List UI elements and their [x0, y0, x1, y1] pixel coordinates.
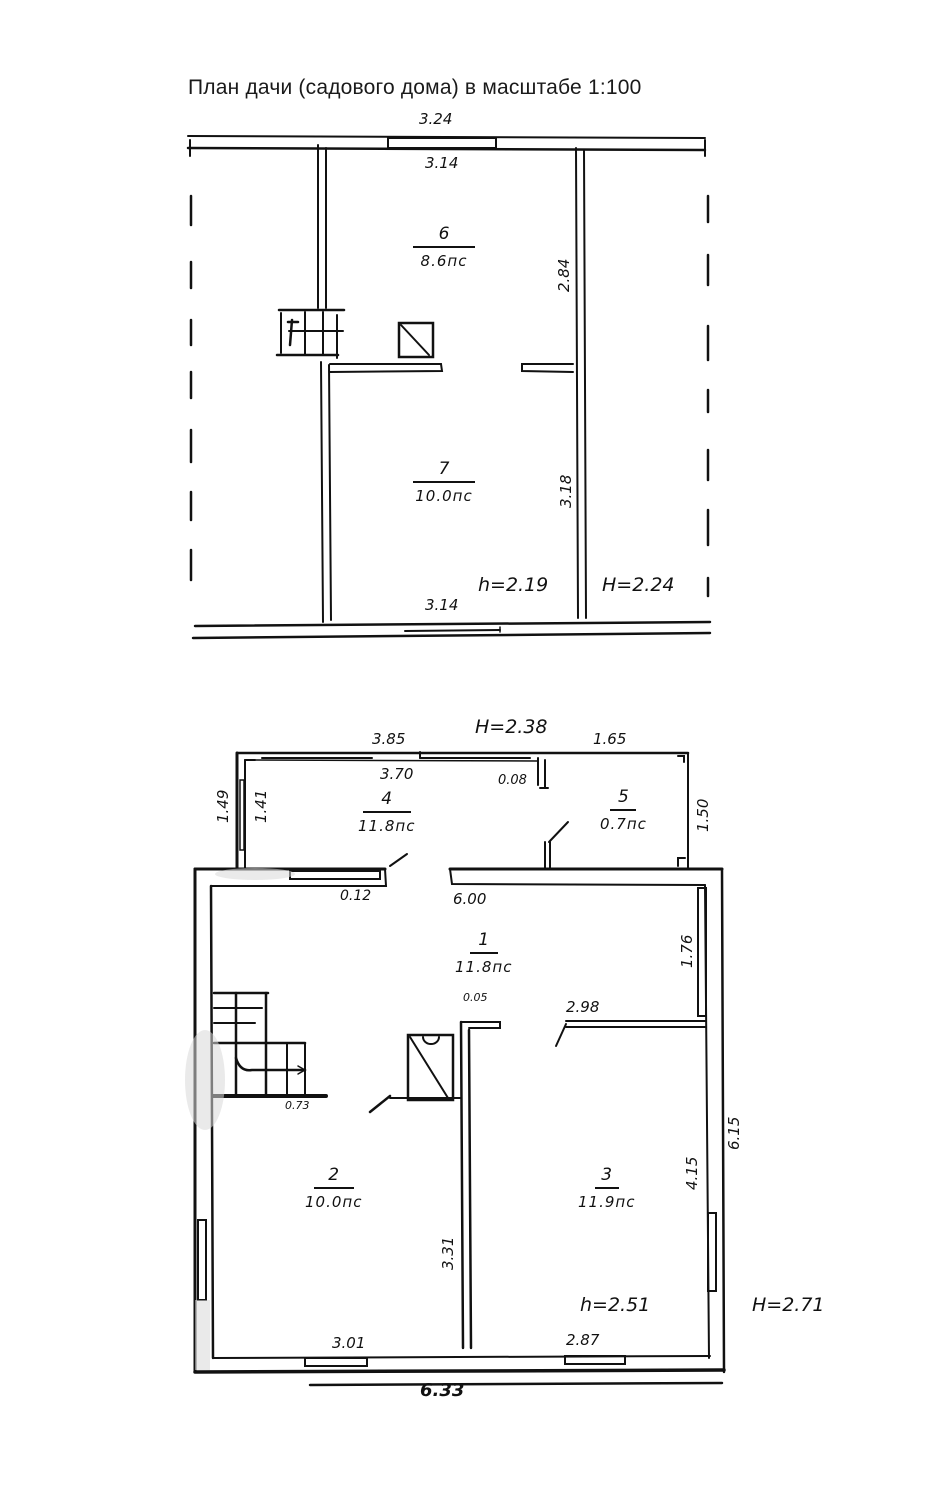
- room-2-area: 10.0пс: [305, 1193, 363, 1211]
- room-7-number: 7: [413, 459, 475, 483]
- room-4-number: 4: [362, 789, 411, 813]
- dim-main-inner-width: 6.00: [453, 890, 487, 908]
- dim-main-outer-depth: 6.15: [725, 1116, 743, 1150]
- dim-room3-width-bottom: 2.87: [566, 1331, 600, 1349]
- room-3: 3 11.9пс: [578, 1165, 635, 1211]
- dim-room5-width: 1.65: [593, 730, 627, 748]
- dim-veranda-inner-depth: 1.41: [252, 789, 270, 823]
- dim-veranda-outer-width: 3.85: [372, 730, 406, 748]
- room-2: 2 10.0пс: [305, 1165, 362, 1211]
- upper-stair-symbol: [275, 308, 346, 359]
- room-4-area: 11.8пс: [358, 817, 416, 835]
- room-6-number: 6: [413, 224, 475, 248]
- room-7-area: 10.0пс: [415, 487, 473, 505]
- dim-room6-length: 2.84: [555, 258, 573, 292]
- room-1-area: 11.8пс: [455, 958, 513, 976]
- upper-outer-height: H=2.24: [602, 574, 675, 596]
- room-7: 7 10.0пс: [413, 459, 475, 505]
- dim-partition-thickness: 0.08: [498, 773, 527, 788]
- scan-shading: [185, 868, 295, 1370]
- upper-floor-walls: [186, 135, 712, 640]
- ground-outer-height: H=2.71: [752, 1294, 825, 1316]
- room-3-number: 3: [594, 1165, 619, 1189]
- room-1: 1 11.8пс: [455, 930, 512, 976]
- dim-main-outer-width: 6.33: [420, 1380, 465, 1401]
- dim-door-offset: 0.12: [340, 888, 372, 904]
- room-5: 5 0.7пс: [600, 787, 647, 833]
- veranda-height: H=2.38: [475, 716, 548, 738]
- dim-veranda-inner-width: 3.70: [380, 765, 414, 783]
- ground-floor-walls: [193, 751, 726, 1387]
- dim-room3-depth: 4.15: [683, 1156, 701, 1190]
- dim-room5-depth: 1.50: [694, 798, 712, 832]
- room-6-area: 8.6пс: [420, 252, 468, 270]
- room-4: 4 11.8пс: [358, 789, 415, 835]
- ground-inner-height: h=2.51: [580, 1294, 651, 1316]
- room-5-number: 5: [610, 787, 637, 811]
- dim-stair-offset: 0.73: [285, 1099, 310, 1112]
- dim-veranda-outer-depth: 1.49: [214, 789, 232, 823]
- dim-room2-width: 3.01: [332, 1334, 366, 1352]
- dim-room7-length: 3.18: [557, 474, 575, 508]
- dim-partition-offset: 0.05: [463, 991, 488, 1004]
- upper-inner-height: h=2.19: [478, 574, 549, 596]
- dim-upper-outer-width: 3.24: [419, 110, 453, 128]
- room-1-number: 1: [469, 930, 498, 954]
- room-2-number: 2: [313, 1165, 354, 1189]
- dim-upper-inner-width-top: 3.14: [425, 154, 459, 172]
- dim-upper-inner-width-bottom: 3.14: [425, 596, 459, 614]
- upper-chimney-symbol: [397, 321, 435, 359]
- room-3-area: 11.9пс: [578, 1193, 636, 1211]
- room-6: 6 8.6пс: [413, 224, 475, 270]
- dim-room2-depth: 3.31: [439, 1236, 457, 1270]
- dim-room1-depth: 1.76: [678, 934, 696, 968]
- dim-room3-width-top: 2.98: [566, 998, 600, 1016]
- room-5-area: 0.7пс: [600, 815, 647, 833]
- plan-title: План дачи (садового дома) в масштабе 1:1…: [188, 76, 642, 99]
